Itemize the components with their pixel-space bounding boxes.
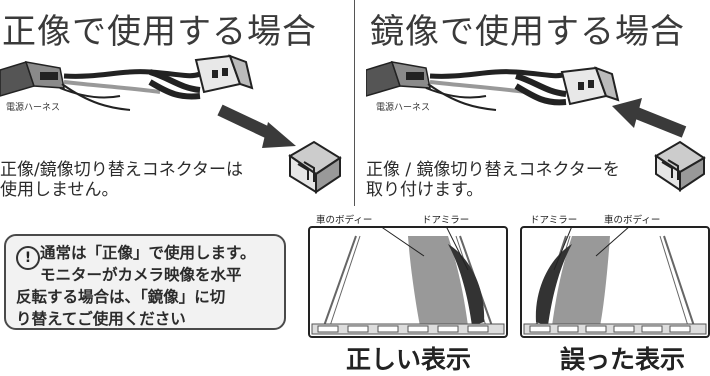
harness-plug-icon <box>366 61 431 97</box>
insert-arrow-icon <box>612 98 687 138</box>
left-harness-label: 電源ハーネス <box>6 103 61 113</box>
right-description-line2: 取り付けます。 <box>366 180 484 200</box>
left-panel-title: 正像で使用する場合 <box>2 12 317 52</box>
exclamation-circle-icon: ! <box>16 246 40 270</box>
wrong-display-screen <box>520 226 710 338</box>
switch-connector-icon <box>654 140 706 192</box>
notice-line2: モニターがカメラ映像を水平 <box>40 266 242 284</box>
panel-divider <box>354 0 355 206</box>
left-cable-illustration <box>0 54 296 148</box>
wrong-display-caption: 誤った表示 <box>560 345 686 374</box>
right-panel-title: 鏡像で使用する場合 <box>370 12 685 52</box>
notice-line4: り替えてご使用ください <box>16 310 186 328</box>
correct-mirror-label: ドアミラー <box>422 215 470 226</box>
right-harness-label: 電源ハーネス <box>376 103 431 113</box>
right-description-line1: 正像 / 鏡像切り替えコネクターを <box>366 160 620 180</box>
notice-box: ! 通常は「正像」で使用します。 モニターがカメラ映像を水平 反転する場合は、「… <box>4 234 286 330</box>
correct-body-label: 車のボディー <box>316 215 373 226</box>
right-cable-illustration <box>366 61 687 138</box>
notice-line3: 反転する場合は、「鏡像」に切 <box>16 288 226 306</box>
correct-display-screen <box>308 226 508 338</box>
switch-connector-icon <box>288 140 342 194</box>
left-description-line1: 正像/鏡像切り替えコネクターは <box>0 160 244 180</box>
remove-arrow-icon <box>217 104 296 148</box>
correct-display-caption: 正しい表示 <box>346 345 472 374</box>
connector-housing-icon <box>194 54 254 94</box>
wrong-body-label: 車のボディー <box>604 215 661 226</box>
connector-housing-icon <box>560 66 620 106</box>
harness-plug-icon <box>0 61 65 97</box>
left-description-line2: 使用しません。 <box>0 180 119 200</box>
wrong-mirror-label: ドアミラー <box>530 215 578 226</box>
notice-line1: 通常は「正像」で使用します。 <box>40 244 256 262</box>
